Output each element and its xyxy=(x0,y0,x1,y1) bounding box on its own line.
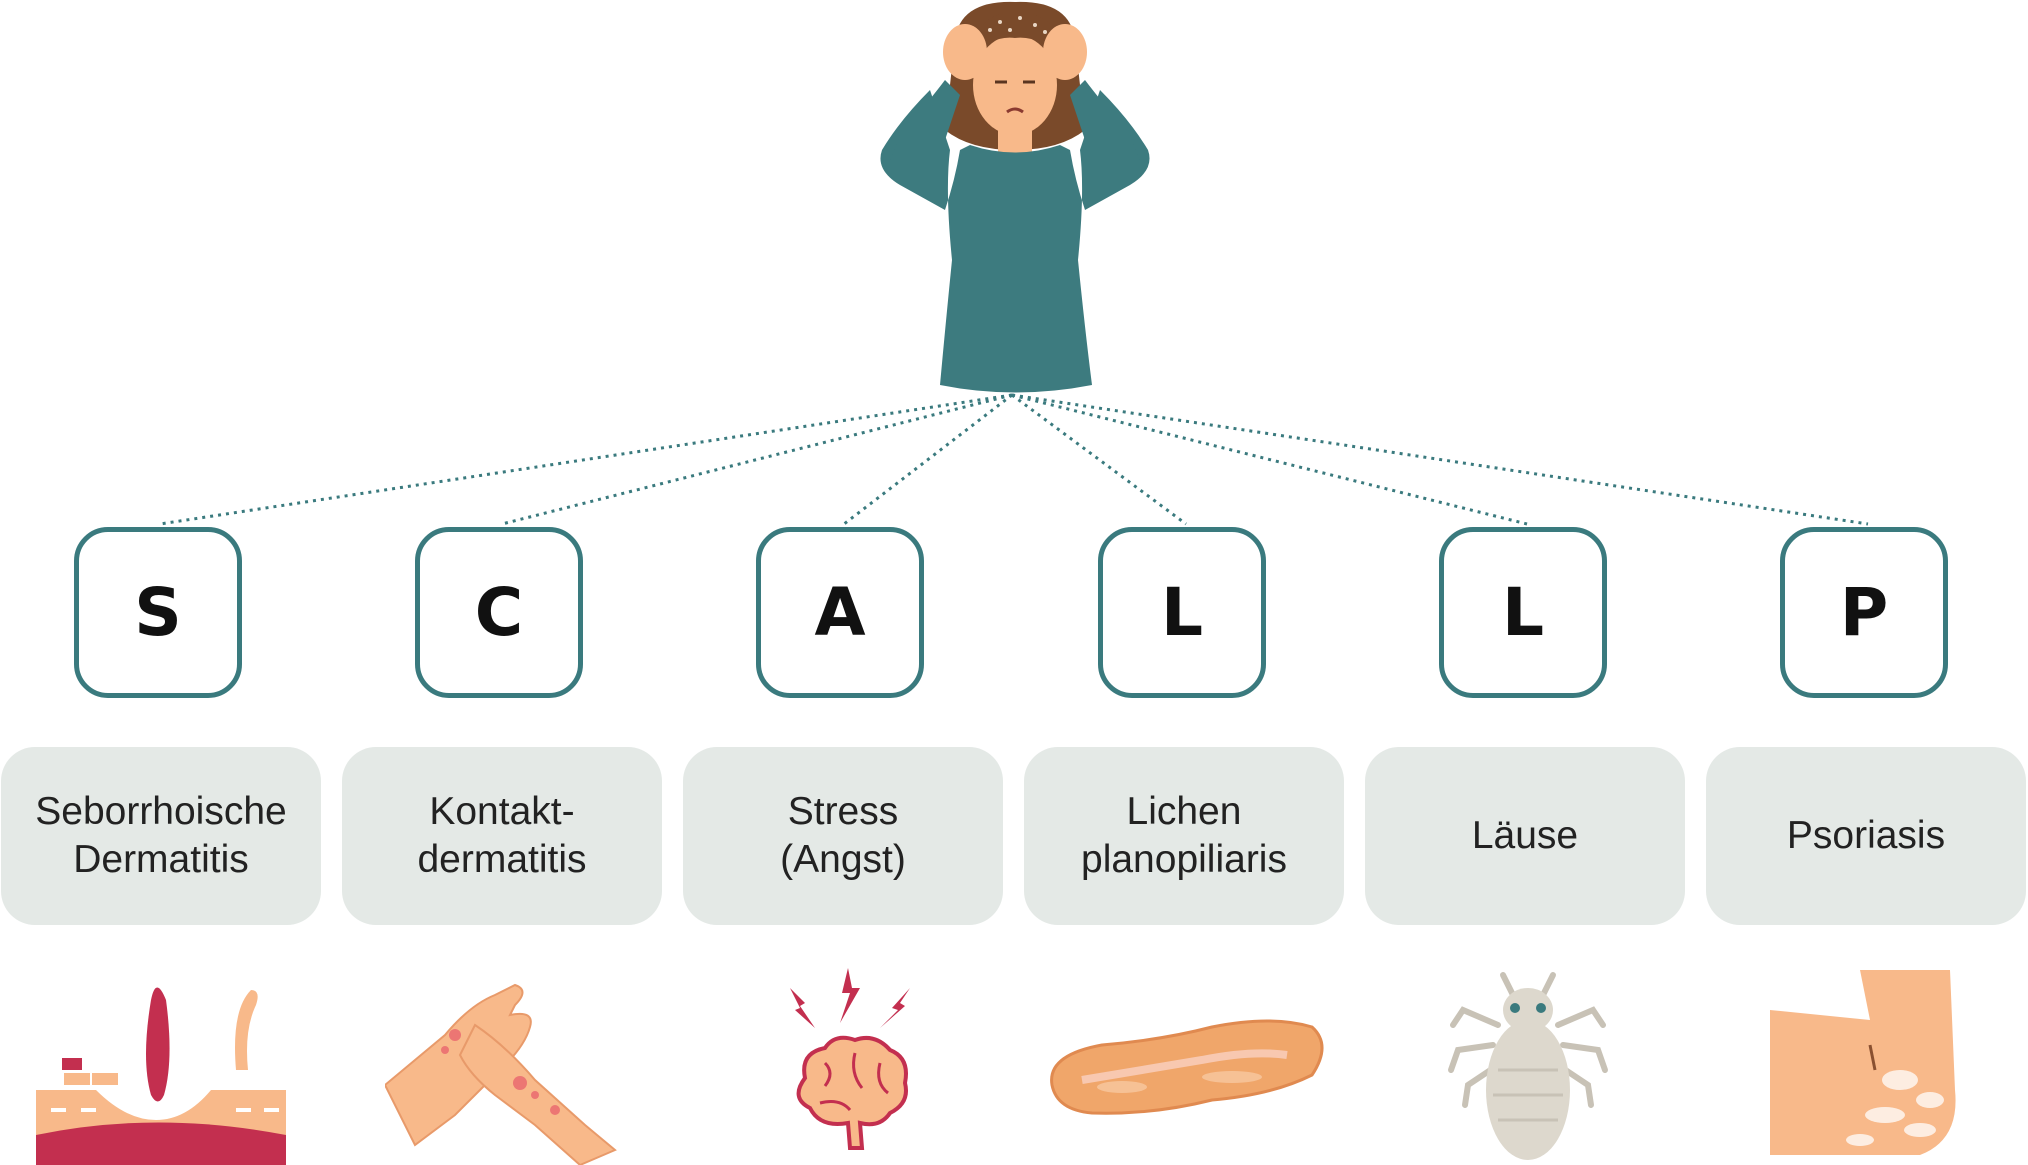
rash-hands-icon xyxy=(385,983,617,1165)
connector-line-l1 xyxy=(1011,393,1187,526)
label-text: Seborrhoische Dermatitis xyxy=(35,788,286,884)
label-line1: Lichen xyxy=(1126,790,1242,833)
letter-l2: L xyxy=(1501,574,1545,651)
label-text: Kontakt- dermatitis xyxy=(417,788,586,884)
label-box-seborrhoische-dermatitis: Seborrhoische Dermatitis xyxy=(1,747,321,925)
label-text: Stress (Angst) xyxy=(780,788,906,884)
letter-l1: L xyxy=(1160,574,1204,651)
connector-line-p xyxy=(1011,393,1869,526)
letter-box-a: A xyxy=(756,527,924,698)
letter-box-l2: L xyxy=(1439,527,1607,698)
letter-box-p: P xyxy=(1780,527,1948,698)
label-box-kontaktdermatitis: Kontakt- dermatitis xyxy=(342,747,662,925)
connector-line-a xyxy=(843,393,1013,526)
connector-line-c xyxy=(501,393,1013,526)
letter-a: A xyxy=(814,574,866,651)
connector-line-l2 xyxy=(1011,393,1528,526)
stressed-brain-icon xyxy=(790,968,910,1150)
letter-box-c: C xyxy=(415,527,583,698)
louse-icon xyxy=(1448,972,1608,1160)
label-box-laeuse: Läuse xyxy=(1365,747,1685,925)
label-line1: Kontakt- xyxy=(429,790,575,833)
label-text: Läuse xyxy=(1472,812,1578,860)
label-line1: Psoriasis xyxy=(1786,814,1946,857)
letter-c: C xyxy=(474,574,524,651)
label-line1: Läuse xyxy=(1471,814,1579,857)
label-box-lichen-planopiliaris: Lichen planopiliaris xyxy=(1024,747,1344,925)
label-box-stress: Stress (Angst) xyxy=(683,747,1003,925)
label-line1: Stress xyxy=(787,790,899,833)
psoriasis-elbow-icon xyxy=(1770,970,1956,1155)
label-line2: (Angst) xyxy=(780,838,906,881)
skin-hair-follicle-icon xyxy=(36,987,286,1165)
label-line2: Dermatitis xyxy=(73,838,249,881)
label-line1: Seborrhoische xyxy=(35,790,287,833)
letter-box-l1: L xyxy=(1098,527,1266,698)
connector-line-s xyxy=(159,393,1013,526)
letter-s: S xyxy=(134,574,182,651)
label-line2: planopiliaris xyxy=(1081,838,1287,881)
skin-lesion-icon xyxy=(1050,1019,1324,1115)
label-text: Lichen planopiliaris xyxy=(1081,788,1287,884)
label-box-psoriasis: Psoriasis xyxy=(1706,747,2026,925)
letter-box-s: S xyxy=(74,527,242,698)
label-line2: dermatitis xyxy=(417,838,587,881)
label-text: Psoriasis xyxy=(1787,812,1945,860)
woman-scratching-head-icon xyxy=(880,1,1150,393)
letter-p: P xyxy=(1839,574,1889,651)
